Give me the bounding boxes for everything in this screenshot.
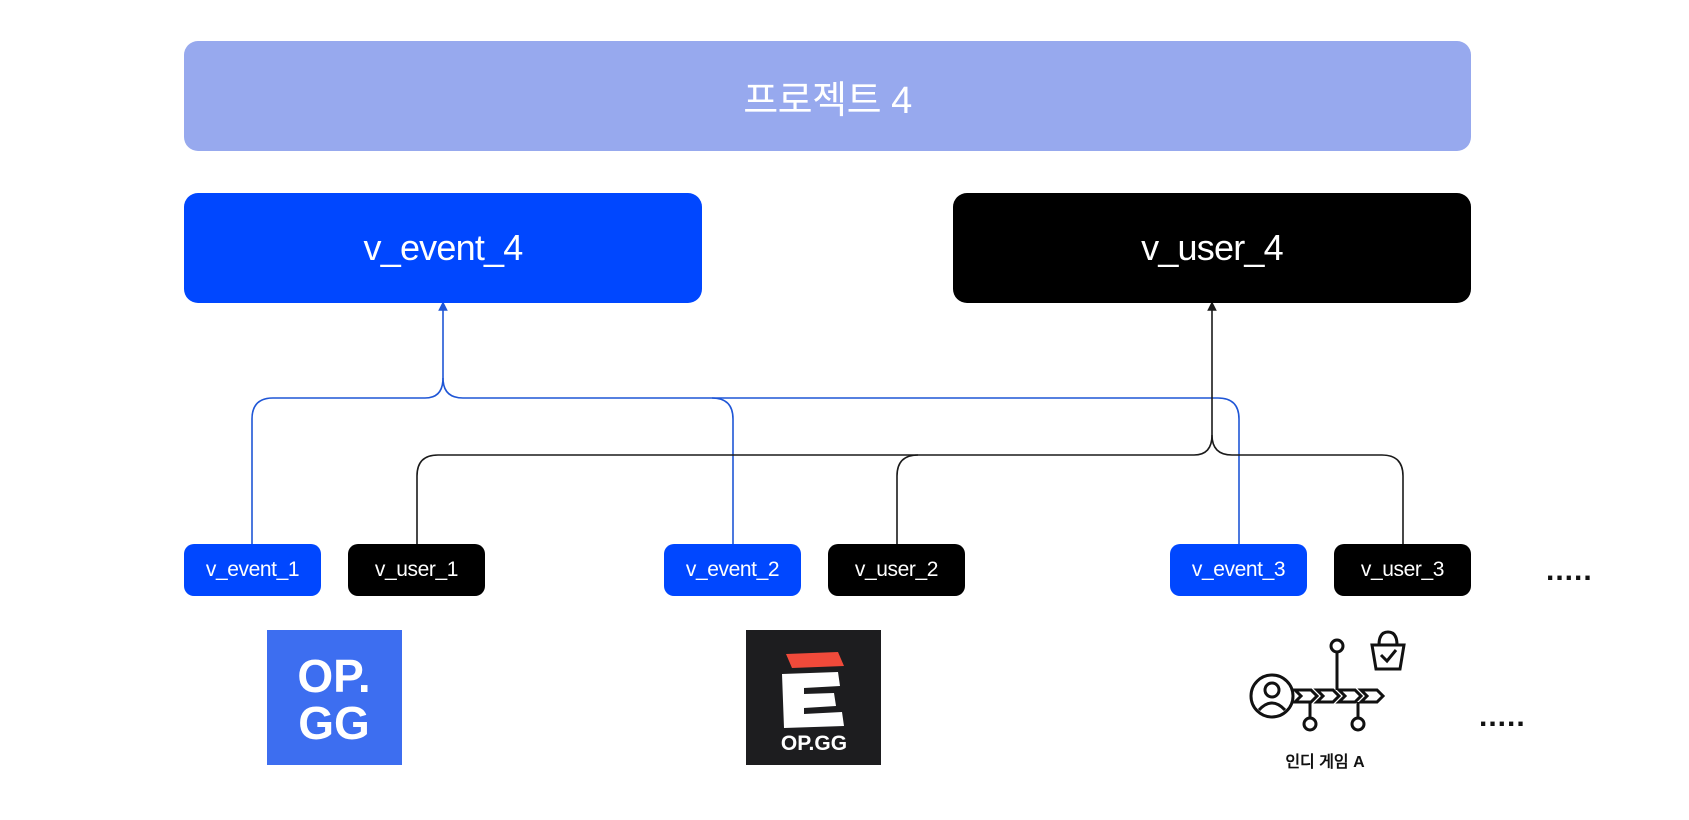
event-connectors bbox=[251, 301, 1240, 544]
user-node-2-label: v_user_2 bbox=[854, 558, 939, 581]
user-circle-icon bbox=[1249, 673, 1295, 719]
event-connector-3 bbox=[712, 397, 1240, 544]
user-node-2: v_user_2 bbox=[828, 544, 965, 596]
shopping-bag-icon bbox=[1370, 643, 1406, 671]
more-sources-ellipsis: ..... bbox=[1546, 554, 1593, 587]
user-connector-2 bbox=[896, 454, 919, 544]
opgg-dark-logo-graphic: OP.GG bbox=[781, 652, 847, 755]
event-node-1-label: v_event_1 bbox=[205, 558, 300, 581]
node-pin-icon-3 bbox=[1350, 716, 1366, 732]
opgg-dark-logo-text: OP.GG bbox=[781, 732, 847, 755]
opgg-blue-logo: OP. GG bbox=[267, 630, 402, 765]
opgg-blue-logo-graphic: OP. GG bbox=[297, 650, 370, 749]
chevron-icon-1 bbox=[1291, 688, 1320, 704]
event-node-2-label: v_event_2 bbox=[685, 558, 780, 581]
user-node-1-label: v_user_1 bbox=[374, 558, 459, 581]
user-view-node: v_user_4 bbox=[953, 193, 1471, 303]
opgg-blue-logo-top-text: OP. bbox=[297, 650, 370, 702]
user-node-1: v_user_1 bbox=[348, 544, 485, 596]
event-view-node: v_event_4 bbox=[184, 193, 702, 303]
opgg-blue-logo-bottom-text: GG bbox=[298, 697, 370, 749]
node-pin-icon-1 bbox=[1302, 716, 1318, 732]
user-connector-1 bbox=[416, 434, 1213, 544]
opgg-dark-logo-e-mark bbox=[782, 672, 844, 728]
chevron-icon-2 bbox=[1313, 688, 1342, 704]
check-icon bbox=[1379, 649, 1398, 664]
event-connector-1 bbox=[251, 377, 444, 544]
project-label: 프로젝트 4 bbox=[743, 79, 912, 122]
indie-game-caption: 인디 게임 A bbox=[1285, 754, 1365, 771]
user-connectors bbox=[416, 301, 1404, 544]
event-view-label: v_event_4 bbox=[363, 227, 524, 268]
user-connector-3 bbox=[1211, 434, 1404, 544]
chevron-icon-4 bbox=[1357, 688, 1386, 704]
event-node-1: v_event_1 bbox=[184, 544, 321, 596]
indie-game-logo bbox=[1249, 630, 1406, 732]
user-node-3: v_user_3 bbox=[1334, 544, 1471, 596]
project-header: 프로젝트 4 bbox=[184, 41, 1471, 151]
user-view-label: v_user_4 bbox=[1141, 227, 1284, 268]
event-node-2: v_event_2 bbox=[664, 544, 801, 596]
opgg-dark-logo-red-plate bbox=[786, 652, 844, 668]
event-node-3-label: v_event_3 bbox=[1191, 558, 1286, 581]
user-node-3-label: v_user_3 bbox=[1360, 558, 1445, 581]
opgg-dark-logo: OP.GG bbox=[746, 630, 881, 765]
node-pin-icon-2 bbox=[1329, 638, 1345, 654]
chevron-icon-3 bbox=[1335, 688, 1364, 704]
more-logos-ellipsis: ..... bbox=[1479, 700, 1526, 733]
event-connector-2 bbox=[442, 377, 734, 544]
event-node-3: v_event_3 bbox=[1170, 544, 1307, 596]
